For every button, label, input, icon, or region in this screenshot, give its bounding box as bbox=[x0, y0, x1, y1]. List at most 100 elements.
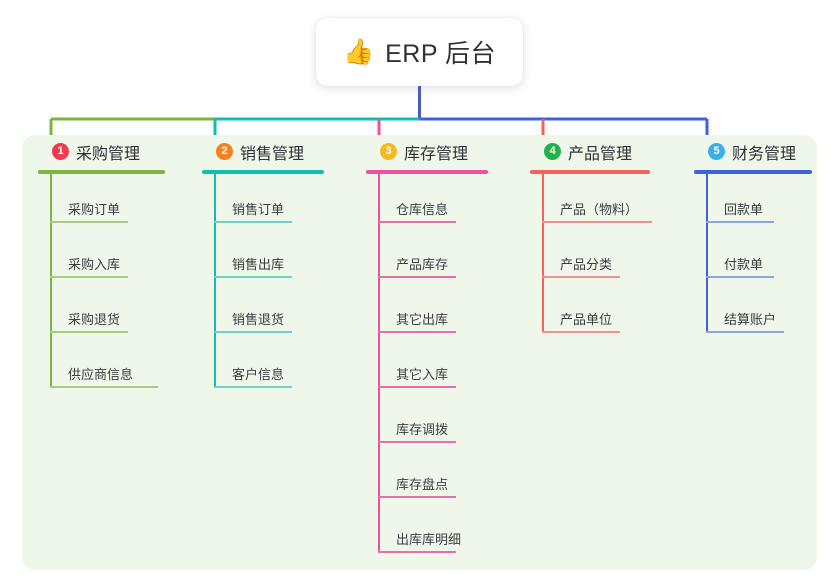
leaf-item[interactable]: 结算账户 bbox=[694, 284, 812, 339]
branch-header-rule-4 bbox=[530, 170, 650, 174]
leaf-label: 产品单位 bbox=[560, 312, 613, 327]
leaf-rule bbox=[378, 441, 456, 443]
branch-header-rule-3 bbox=[366, 170, 488, 174]
leaf-rule bbox=[50, 331, 128, 333]
branch-title-3: 库存管理 bbox=[404, 145, 469, 163]
leaf-item[interactable]: 销售订单 bbox=[202, 174, 324, 229]
branch-column-1: 1 采购管理采购订单采购入库采购退货供应商信息 bbox=[38, 135, 165, 394]
leaf-label: 采购退货 bbox=[68, 312, 121, 327]
branch-columns: 1 采购管理采购订单采购入库采购退货供应商信息 2 销售管理销售订单销售出库销售退货客… bbox=[22, 135, 817, 570]
branch-column-3: 3 库存管理仓库信息产品库存其它出库其它入库库存调拨库存盘点出库库明细 bbox=[366, 135, 488, 559]
leaf-item[interactable]: 销售退货 bbox=[202, 284, 324, 339]
leaf-item[interactable]: 出库库明细 bbox=[366, 504, 488, 559]
leaf-item[interactable]: 产品单位 bbox=[530, 284, 650, 339]
leaf-item[interactable]: 销售出库 bbox=[202, 229, 324, 284]
leaf-rule bbox=[50, 386, 158, 388]
leaf-list-4: 产品（物料） 产品分类产品单位 bbox=[530, 174, 652, 339]
leaf-rule bbox=[542, 221, 652, 223]
branch-title-5: 财务管理 bbox=[732, 145, 797, 163]
leaf-item[interactable]: 产品库存 bbox=[366, 229, 488, 284]
leaf-rule bbox=[378, 331, 456, 333]
branch-header-2[interactable]: 2 销售管理 bbox=[202, 135, 324, 168]
leaf-rule bbox=[214, 331, 292, 333]
leaf-rule bbox=[50, 221, 128, 223]
leaf-spine-1 bbox=[50, 174, 52, 388]
leaf-rule bbox=[542, 331, 620, 333]
branch-column-5: 5 财务管理回款单付款单结算账户 bbox=[694, 135, 812, 339]
branch-badge-1: 1 bbox=[52, 143, 69, 160]
branch-header-rule-5 bbox=[694, 170, 812, 174]
thumbs-up-icon: 👍 bbox=[342, 37, 375, 66]
leaf-label: 产品分类 bbox=[560, 257, 613, 272]
branch-badge-5: 5 bbox=[708, 143, 725, 160]
leaf-rule bbox=[50, 276, 128, 278]
branch-badge-2: 2 bbox=[216, 143, 233, 160]
branch-badge-3: 3 bbox=[380, 143, 397, 160]
leaf-label: 库存调拨 bbox=[396, 422, 449, 437]
leaf-item[interactable]: 库存调拨 bbox=[366, 394, 488, 449]
leaf-rule bbox=[214, 221, 292, 223]
leaf-label: 仓库信息 bbox=[396, 202, 449, 217]
leaf-rule bbox=[378, 221, 456, 223]
root-node-erp-backend[interactable]: 👍 ERP 后台 bbox=[316, 18, 523, 86]
branch-header-rule-1 bbox=[38, 170, 165, 174]
branch-header-4[interactable]: 4 产品管理 bbox=[530, 135, 650, 168]
leaf-rule bbox=[378, 386, 456, 388]
branch-title-1: 采购管理 bbox=[76, 145, 141, 163]
leaf-item[interactable]: 仓库信息 bbox=[366, 174, 488, 229]
leaf-rule bbox=[378, 551, 456, 553]
branch-column-2: 2 销售管理销售订单销售出库销售退货客户信息 bbox=[202, 135, 324, 394]
leaf-label: 产品库存 bbox=[396, 257, 449, 272]
leaf-item[interactable]: 库存盘点 bbox=[366, 449, 488, 504]
leaf-item[interactable]: 客户信息 bbox=[202, 339, 324, 394]
leaf-label: 销售退货 bbox=[232, 312, 285, 327]
leaf-item[interactable]: 供应商信息 bbox=[38, 339, 165, 394]
leaf-spine-4 bbox=[542, 174, 544, 333]
leaf-spine-3 bbox=[378, 174, 380, 553]
leaf-label: 销售订单 bbox=[232, 202, 285, 217]
leaf-item[interactable]: 产品（物料） bbox=[530, 174, 652, 229]
leaf-label: 其它入库 bbox=[396, 367, 449, 382]
leaf-rule bbox=[706, 331, 784, 333]
leaf-spine-2 bbox=[214, 174, 216, 388]
leaf-list-2: 销售订单销售出库销售退货客户信息 bbox=[202, 174, 324, 394]
leaf-rule bbox=[378, 276, 456, 278]
leaf-rule bbox=[706, 276, 774, 278]
leaf-rule bbox=[706, 221, 774, 223]
leaf-label: 销售出库 bbox=[232, 257, 285, 272]
leaf-item[interactable]: 采购入库 bbox=[38, 229, 165, 284]
branch-column-4: 4 产品管理产品（物料） 产品分类产品单位 bbox=[530, 135, 652, 339]
root-node-title: ERP 后台 bbox=[385, 40, 497, 68]
leaf-list-1: 采购订单采购入库采购退货供应商信息 bbox=[38, 174, 165, 394]
leaf-label: 供应商信息 bbox=[68, 367, 134, 382]
leaf-item[interactable]: 回款单 bbox=[694, 174, 812, 229]
leaf-item[interactable]: 付款单 bbox=[694, 229, 812, 284]
branch-header-5[interactable]: 5 财务管理 bbox=[694, 135, 812, 168]
leaf-rule bbox=[214, 276, 292, 278]
branch-title-2: 销售管理 bbox=[240, 145, 305, 163]
leaf-label: 客户信息 bbox=[232, 367, 285, 382]
leaf-label: 结算账户 bbox=[724, 312, 777, 327]
leaf-item[interactable]: 采购退货 bbox=[38, 284, 165, 339]
branch-header-1[interactable]: 1 采购管理 bbox=[38, 135, 165, 168]
leaf-item[interactable]: 产品分类 bbox=[530, 229, 650, 284]
leaf-label: 库存盘点 bbox=[396, 477, 449, 492]
leaf-label: 回款单 bbox=[724, 202, 764, 217]
branch-badge-4: 4 bbox=[544, 143, 561, 160]
leaf-label: 采购入库 bbox=[68, 257, 121, 272]
leaf-item[interactable]: 采购订单 bbox=[38, 174, 165, 229]
leaf-list-5: 回款单付款单结算账户 bbox=[694, 174, 812, 339]
leaf-rule bbox=[214, 386, 292, 388]
branch-title-4: 产品管理 bbox=[568, 145, 633, 163]
leaf-rule bbox=[542, 276, 620, 278]
leaf-label: 付款单 bbox=[724, 257, 764, 272]
leaf-list-3: 仓库信息产品库存其它出库其它入库库存调拨库存盘点出库库明细 bbox=[366, 174, 488, 559]
leaf-label: 其它出库 bbox=[396, 312, 449, 327]
leaf-spine-5 bbox=[706, 174, 708, 333]
branch-header-3[interactable]: 3 库存管理 bbox=[366, 135, 488, 168]
leaf-item[interactable]: 其它出库 bbox=[366, 284, 488, 339]
leaf-item[interactable]: 其它入库 bbox=[366, 339, 488, 394]
leaf-label: 出库库明细 bbox=[396, 532, 462, 547]
leaf-rule bbox=[378, 496, 456, 498]
